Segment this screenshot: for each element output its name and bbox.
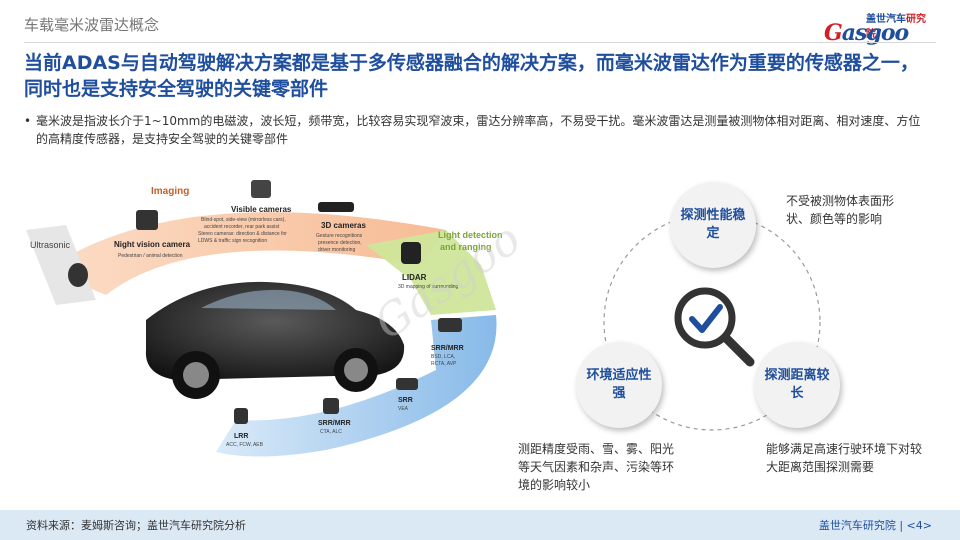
night-vision-camera-icon <box>136 210 158 230</box>
magnifier-check-icon <box>674 287 755 367</box>
lidar-band <box>366 230 496 315</box>
sensor-diagram-svg: Imaging Ultrasonic Night vision camera P… <box>26 180 530 457</box>
3d-camera-icon <box>318 202 354 212</box>
3d-camera-desc-3: driver monitoring <box>318 247 355 253</box>
srr-mrr-top-label: SRR/MRR <box>431 345 464 352</box>
srr-mrr-top-desc-1: BSD, LCA, <box>431 354 455 360</box>
car-illustration <box>145 281 405 399</box>
footer-page-number: 盖世汽车研究院 | <4> <box>818 519 932 532</box>
srr-mrr-mid-desc: CTA, ALC <box>320 429 342 435</box>
lidar-icon <box>401 242 421 264</box>
light-detection-title-1: Light detection <box>438 230 503 240</box>
srr-mrr-mid-icon <box>323 398 339 414</box>
logo-en-rest: asgoo <box>841 20 909 46</box>
visible-desc-4: LDWS & traffic sign recognition <box>198 238 267 244</box>
advantage-cycle: 探测性能稳定 环境适应性强 探测距离较长 不受被测物体表面形状、颜色等的影响 测… <box>518 170 940 492</box>
logo-en-first: G <box>824 20 843 46</box>
section-title: 车载毫米波雷达概念 <box>24 16 160 34</box>
imaging-band <box>46 212 446 295</box>
3d-camera-desc-2: presence detection, <box>318 240 362 246</box>
srr-label: SRR <box>398 397 413 404</box>
logo-cn: 盖世汽车研究院 <box>866 10 932 40</box>
logo-cn-suffix: 研究院 <box>866 14 926 40</box>
srr-desc: VEA <box>398 406 409 412</box>
imaging-title: Imaging <box>151 186 189 197</box>
3d-camera-title: 3D cameras <box>321 221 366 230</box>
desc-environment-adaptability: 测距精度受雨、雪、雾、阳光等天气因素和杂声、污染等环境的影响较小 <box>518 442 675 492</box>
sensor-diagram: Imaging Ultrasonic Night vision camera P… <box>26 170 530 470</box>
visible-camera-icon <box>251 180 271 198</box>
logo-cn-prefix: 盖世汽车 <box>866 14 906 25</box>
footer-source: 资料来源：麦姆斯咨询；盖世汽车研究院分析 <box>26 519 246 532</box>
light-detection-title-2: and ranging <box>440 242 492 252</box>
srr-mrr-mid-label: SRR/MRR <box>318 420 351 427</box>
ultrasonic-label: Ultrasonic <box>30 240 71 250</box>
ultrasonic-sensor-icon <box>68 263 88 287</box>
lidar-title: LIDAR <box>402 273 427 282</box>
node-long-range: 探测距离较长 <box>754 342 840 428</box>
node-environment-adaptability: 环境适应性强 <box>576 342 662 428</box>
bullet-paragraph: • 毫米波是指波长介于1~10mm的电磁波，波长短，频带宽，比较容易实现窄波束，… <box>24 112 926 148</box>
desc-long-range: 能够满足高速行驶环境下对较大距离范围探测需要 <box>766 442 923 474</box>
srr-icon <box>396 378 418 390</box>
top-divider <box>24 42 936 43</box>
node-stable-detection: 探测性能稳定 <box>670 182 756 268</box>
gasgoo-logo: 盖世汽车研究院 Gasgoo <box>822 8 932 46</box>
visible-title: Visible cameras <box>231 205 292 214</box>
visible-desc-2: accident recorder, rear park assist <box>204 224 280 230</box>
bullet-marker: • <box>24 114 32 128</box>
night-vision-title: Night vision camera <box>114 240 191 249</box>
srr-mrr-top-icon <box>438 318 462 332</box>
lrr-desc: ACC, FCW, AEB <box>226 442 264 448</box>
lrr-label: LRR <box>234 433 248 440</box>
3d-camera-desc-1: Gesture recognitions <box>316 233 363 239</box>
visible-desc-1: Blind-spot, side-view (mirrorless cars), <box>201 217 286 223</box>
visible-desc-3: Stereo cameras: direction & distance for <box>198 231 287 237</box>
radar-band <box>216 315 497 457</box>
logo-en: Gasgoo <box>824 20 909 46</box>
cycle-dashed-ring <box>603 213 821 431</box>
desc-stable-detection: 不受被测物体表面形状、颜色等的影响 <box>786 194 895 226</box>
cycle-graphic <box>603 213 821 431</box>
lidar-desc: 3D mapping of surrounding <box>398 284 459 290</box>
lrr-icon <box>234 408 248 424</box>
bullet-text: 毫米波是指波长介于1~10mm的电磁波，波长短，频带宽，比较容易实现窄波束，雷达… <box>36 114 921 146</box>
slide-headline: 当前ADAS与自动驾驶解决方案都是基于多传感器融合的解决方案，而毫米波雷达作为重… <box>24 52 919 100</box>
footer-bar: 资料来源：麦姆斯咨询；盖世汽车研究院分析 盖世汽车研究院 | <4> <box>0 510 960 540</box>
srr-mrr-top-desc-2: RCTA, AVP <box>431 361 457 367</box>
night-vision-desc: Pedestrian / animal detection <box>118 253 183 259</box>
